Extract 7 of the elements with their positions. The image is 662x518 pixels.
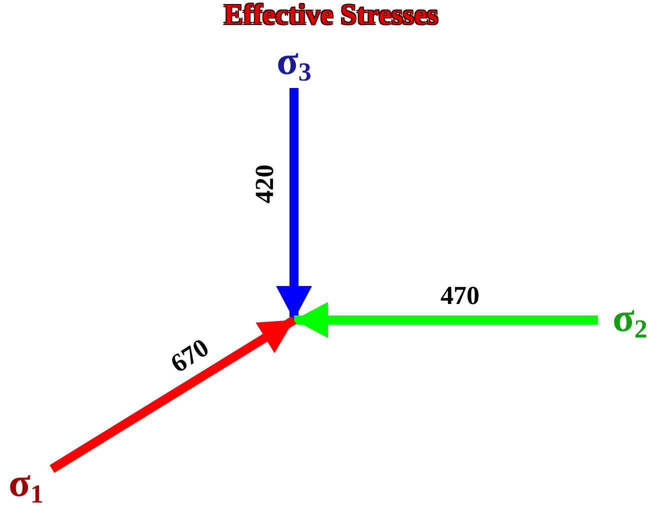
stress-arrow — [294, 302, 598, 338]
diagram-title: Effective Stresses — [222, 0, 440, 32]
stress-arrow — [50, 316, 296, 473]
stress-arrow — [276, 88, 312, 320]
stress-label: σ$_{3}$ — [266, 38, 322, 88]
stress-label: σ$_{2}$ — [598, 298, 662, 342]
stress-label: σ$_{1}$ — [0, 456, 52, 514]
